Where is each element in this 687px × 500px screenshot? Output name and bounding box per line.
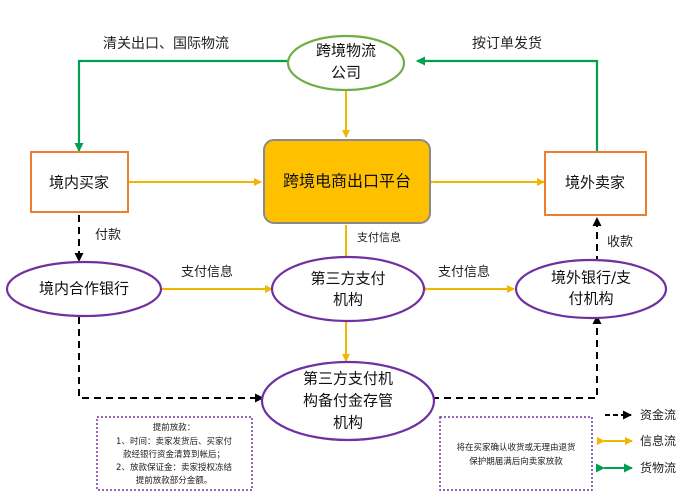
svg-text:机构: 机构: [333, 291, 363, 309]
svg-text:保护期届满后向卖家放款: 保护期届满后向卖家放款: [469, 456, 563, 467]
svg-text:境外卖家: 境外卖家: [565, 174, 625, 192]
svg-text:境内买家: 境内买家: [49, 174, 109, 192]
legend-item-goods: 货物流: [596, 460, 676, 475]
legend-item-info: 信息流: [597, 433, 676, 448]
legend-item-fund: 资金流: [605, 407, 676, 422]
svg-text:款经银行资金清算到帐后；: 款经银行资金清算到帐后；: [123, 449, 225, 460]
svg-text:第三方支付: 第三方支付: [310, 270, 385, 288]
goods-arrow-to-logistics: [416, 56, 599, 151]
label-payment-info-left: 支付信息: [181, 264, 233, 280]
early-release-note: 提前放款： 1、时间：卖家发货后、买家付 款经银行资金清算到帐后； 2、放款保证…: [96, 416, 253, 491]
label-payment-info-right: 支付信息: [438, 264, 490, 280]
domestic-buyer-node: 境内买家: [30, 151, 129, 213]
label-customs-logistics: 清关出口、国际物流: [103, 36, 229, 52]
svg-text:境外银行/支: 境外银行/支: [551, 269, 631, 287]
svg-text:资金流: 资金流: [640, 407, 676, 422]
goods-arrow-to-buyer: [74, 59, 288, 152]
foreign-seller-node: 境外卖家: [544, 151, 647, 216]
svg-text:境内合作银行: 境内合作银行: [39, 280, 129, 298]
third-party-payment-node: 第三方支付 机构: [270, 255, 426, 323]
svg-text:2、放款保证金：卖家授权冻结: 2、放款保证金：卖家授权冻结: [116, 462, 232, 473]
label-payment-info-platform: 支付信息: [357, 230, 401, 244]
svg-text:第三方支付机: 第三方支付机: [303, 370, 393, 388]
legend: 资金流 信息流 货物流: [596, 407, 676, 475]
svg-text:信息流: 信息流: [640, 433, 676, 448]
svg-text:付机构: 付机构: [568, 290, 613, 308]
logistics-company-node: 跨境物流 公司: [286, 34, 406, 92]
label-ship-by-order: 按订单发货: [472, 35, 542, 52]
svg-text:提前放款部分金额。: 提前放款部分金额。: [136, 475, 213, 486]
svg-text:跨境物流: 跨境物流: [316, 42, 376, 60]
svg-text:公司: 公司: [331, 64, 361, 82]
svg-text:机构: 机构: [333, 414, 363, 432]
release-condition-note: 将在买家确认收货或无理由退货 保护期届满后向卖家放款: [439, 416, 593, 491]
domestic-bank-node: 境内合作银行: [5, 260, 163, 318]
fund-arrow-custody-foreignbank: [432, 315, 602, 399]
svg-text:构备付金存管: 构备付金存管: [303, 392, 393, 410]
custody-institution-node: 第三方支付机 构备付金存管 机构: [260, 360, 436, 442]
svg-text:提前放款：: 提前放款：: [153, 422, 196, 433]
label-pay: 付款: [95, 228, 121, 243]
svg-text:跨境电商出口平台: 跨境电商出口平台: [283, 172, 411, 191]
platform-node: 跨境电商出口平台: [263, 139, 431, 224]
svg-text:1、时间：卖家发货后、买家付: 1、时间：卖家发货后、买家付: [116, 436, 232, 447]
fund-arrow-bank-custody: [78, 317, 264, 403]
foreign-bank-node: 境外银行/支 付机构: [514, 258, 668, 320]
svg-text:将在买家确认收货或无理由退货: 将在买家确认收货或无理由退货: [456, 442, 576, 453]
svg-text:货物流: 货物流: [640, 460, 676, 475]
label-receive: 收款: [607, 235, 633, 250]
